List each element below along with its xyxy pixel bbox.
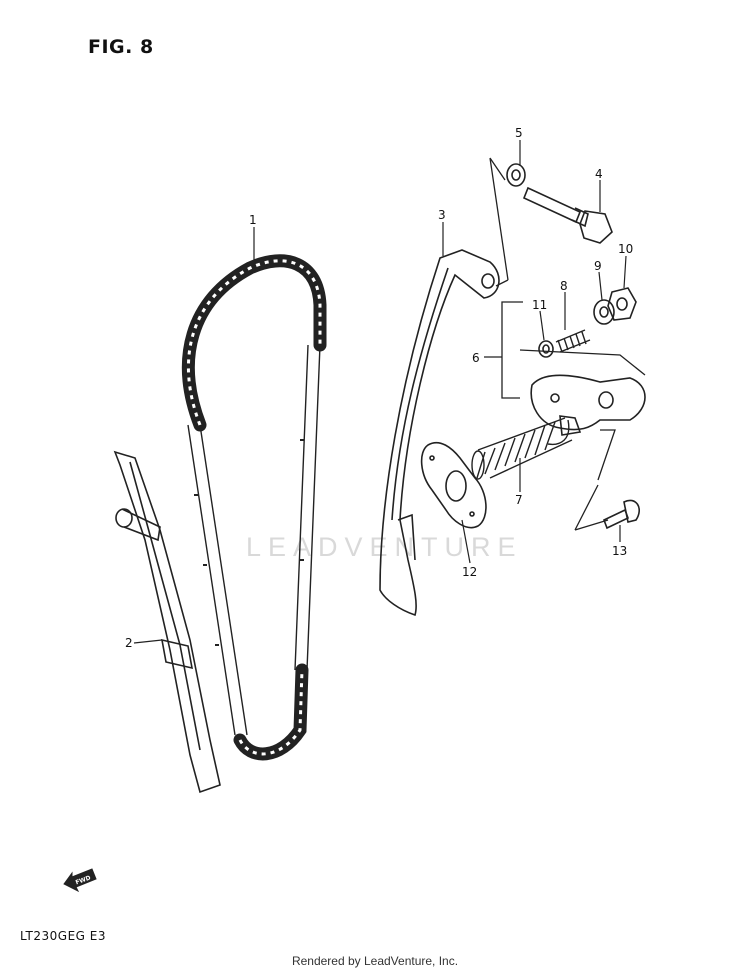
tensioner-spring-icon xyxy=(471,417,573,480)
washer-icon xyxy=(593,299,615,325)
callout-10: 10 xyxy=(618,242,633,256)
fwd-label: FWD xyxy=(75,874,92,886)
figure-title: FIG. 8 xyxy=(88,36,154,58)
callout-6: 6 xyxy=(472,351,480,365)
o-ring-icon xyxy=(538,340,554,358)
callout-3: 3 xyxy=(438,208,446,222)
callout-9: 9 xyxy=(594,259,602,273)
callout-5: 5 xyxy=(515,126,523,140)
callout-1: 1 xyxy=(249,213,257,227)
callout-13: 13 xyxy=(612,544,627,558)
assembly-guides xyxy=(489,157,646,531)
cam-chain-icon xyxy=(182,254,327,761)
gasket-icon xyxy=(420,441,487,529)
washer-icon xyxy=(506,163,526,187)
chain-guide-icon xyxy=(113,450,221,794)
fwd-arrow-icon: FWD xyxy=(63,868,97,893)
callout-11: 11 xyxy=(532,298,547,312)
tensioner-assembly-icon xyxy=(530,374,646,436)
tensioner-arm-icon xyxy=(379,249,500,617)
diagram-code: LT230GEG E3 xyxy=(20,929,106,943)
screw-icon xyxy=(602,499,640,530)
footer-credit: Rendered by LeadVenture, Inc. xyxy=(291,954,459,968)
spring-icon xyxy=(555,329,591,353)
bolt-icon xyxy=(522,186,613,244)
nut-icon xyxy=(607,287,637,321)
callout-4: 4 xyxy=(595,167,603,181)
callout-7: 7 xyxy=(515,493,523,507)
callout-8: 8 xyxy=(560,279,568,293)
callout-12: 12 xyxy=(462,565,477,579)
leader-lines xyxy=(133,140,627,644)
callout-2: 2 xyxy=(125,636,133,650)
